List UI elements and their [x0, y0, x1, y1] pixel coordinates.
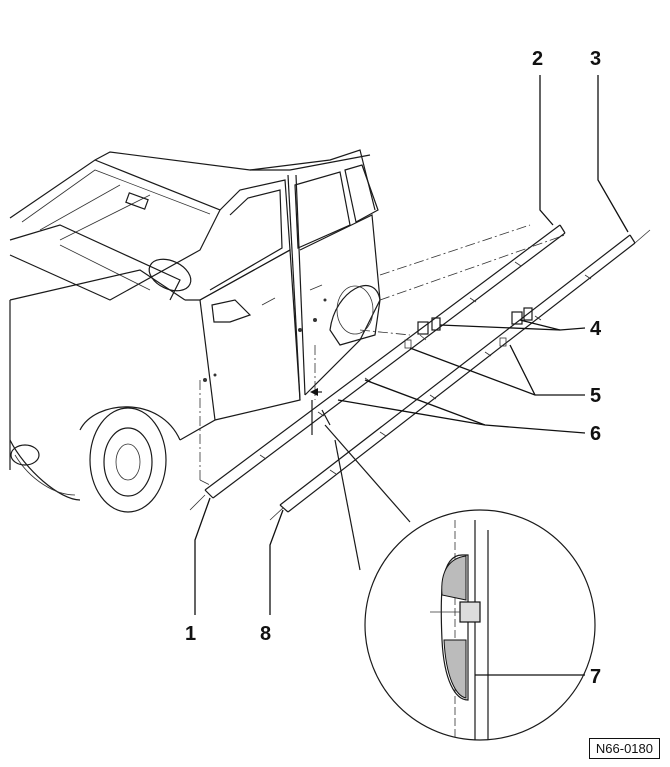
callout-labels: 1 2 3 4 5 6 7 8	[185, 48, 602, 688]
car-body-illustration	[9, 149, 381, 513]
callout-3: 3	[590, 48, 601, 70]
reference-code-box: N66-0180	[588, 738, 660, 759]
moulding-strip-1	[189, 224, 566, 511]
callout-1: 1	[185, 623, 196, 645]
guide-lines	[199, 224, 566, 486]
leader-lines	[194, 75, 629, 676]
clip-brackets	[404, 307, 533, 349]
callout-2: 2	[532, 48, 543, 70]
callout-8: 8	[260, 623, 271, 645]
callout-7: 7	[590, 666, 601, 688]
callout-5: 5	[590, 385, 601, 407]
moulding-strip-8	[269, 229, 651, 521]
detail-callout-circle	[324, 424, 596, 741]
section-marker	[310, 388, 331, 435]
callout-6: 6	[590, 423, 601, 445]
callout-4: 4	[590, 318, 602, 340]
